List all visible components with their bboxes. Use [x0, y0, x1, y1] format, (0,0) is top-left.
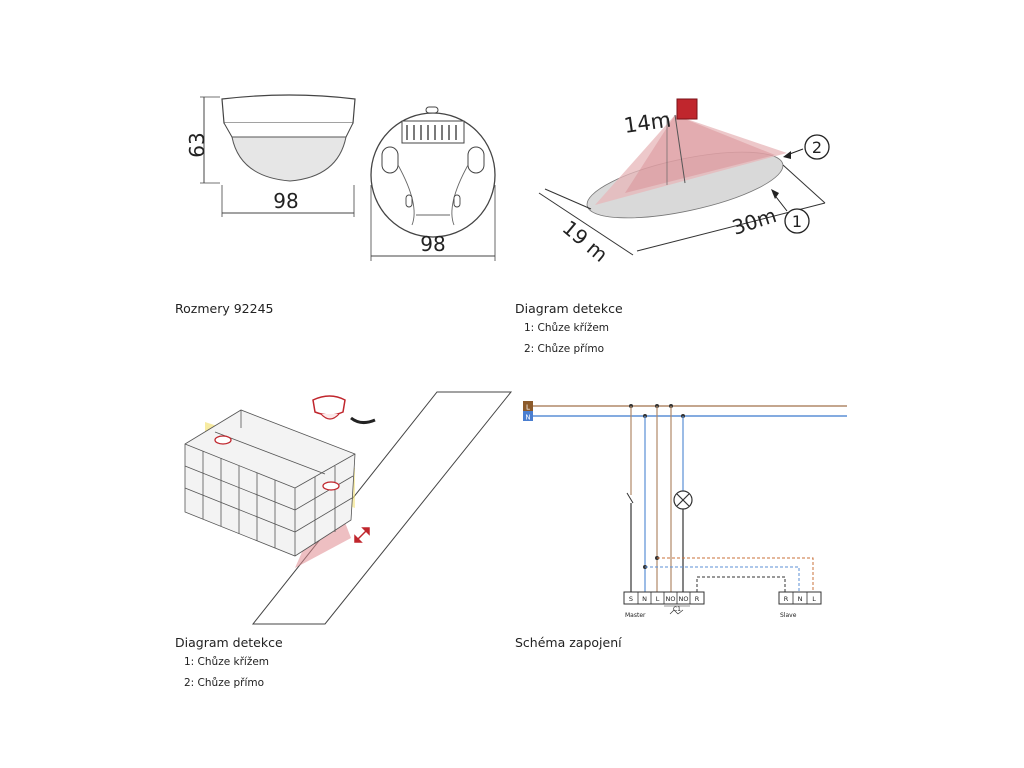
detection-3d-diagram: 14m 19 m 30m 1 2	[538, 98, 830, 267]
detection-top-item-2: 2: Chůze přímo	[524, 343, 605, 355]
slave-terminal-0: R	[784, 595, 789, 603]
detection-bottom-item-1: 1: Chůze křížem	[184, 656, 270, 668]
detection-length-label: 30m	[729, 203, 779, 240]
walk-direction-arrow	[354, 527, 370, 543]
detection-cone	[595, 115, 787, 205]
lamp-icon	[673, 490, 693, 510]
plate-width-label: 98	[420, 232, 445, 256]
base-plate-view	[370, 106, 496, 238]
sensor-icons	[214, 395, 376, 491]
shelving-racks	[184, 409, 356, 557]
side-width-label: 98	[273, 189, 298, 213]
sensor-marker	[676, 98, 698, 120]
master-terminal-4: NO	[679, 595, 689, 603]
slave-label: Slave	[780, 612, 797, 619]
master-terminal-5: R	[695, 595, 700, 603]
master-contact-label: C1	[673, 606, 681, 613]
marker-2-label: 2	[812, 138, 822, 157]
master-terminal-block: S N L NO NO R C1 Master	[623, 591, 705, 619]
warehouse-detection-illustration	[184, 391, 513, 625]
detection-caption-bottom: Diagram detekce	[175, 635, 283, 650]
master-terminal-3: NO	[666, 595, 676, 603]
detection-top-item-1: 1: Chůze křížem	[524, 322, 610, 334]
detection-bottom-item-2: 2: Chůze přímo	[184, 677, 265, 689]
master-label: Master	[625, 612, 646, 619]
wiring-caption: Schéma zapojení	[515, 635, 622, 650]
marker-1-label: 1	[792, 212, 802, 231]
slave-terminal-1: N	[798, 595, 803, 603]
master-terminal-1: N	[642, 595, 647, 603]
slave-terminal-block: R N L Slave	[778, 591, 822, 619]
slave-terminal-2: L	[812, 595, 816, 603]
height-dimension-label: 63	[185, 132, 209, 157]
detection-caption-top: Diagram detekce	[515, 301, 623, 316]
line-n-label: N	[525, 414, 530, 422]
dimensions-drawing: 63 98 98	[185, 94, 496, 261]
side-view	[221, 94, 356, 182]
dimensions-caption: Rozmery 92245	[175, 301, 274, 316]
line-l-label: L	[526, 404, 530, 412]
wiring-diagram: L N S N L NO NO R C1	[523, 401, 847, 619]
master-terminal-0: S	[629, 595, 633, 603]
master-terminal-2: L	[656, 595, 660, 603]
